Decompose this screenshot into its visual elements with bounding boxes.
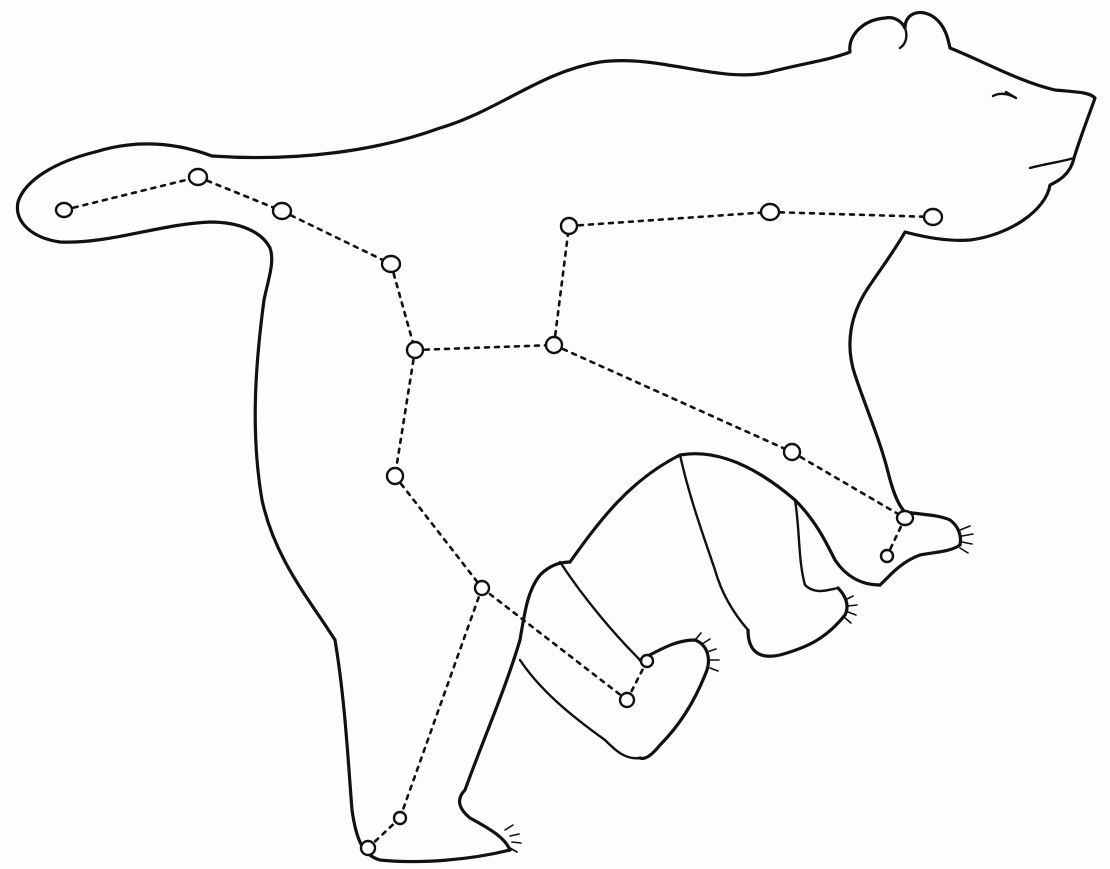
star-front-paw-upper (897, 511, 913, 525)
far-rear-leg-bottom-edge (520, 660, 640, 758)
constellation-line (554, 226, 569, 345)
constellation-stars (56, 169, 942, 855)
constellation-line (554, 345, 792, 452)
star-near-rear-ankle (394, 812, 406, 824)
constellation-line (395, 476, 482, 588)
constellation-lines (64, 177, 933, 848)
star-rear-knee (475, 581, 489, 595)
far-front-paw-outline (748, 588, 847, 656)
constellation-line (198, 177, 282, 211)
front-right-paw (880, 512, 973, 585)
constellation-line (792, 452, 905, 518)
star-bowl-rear-lower (407, 342, 423, 358)
bear-rear-leg-front-outline (460, 562, 570, 850)
far-rear-leg-top-edge (560, 562, 640, 660)
bear-eye (993, 92, 1016, 98)
star-tail-base (273, 203, 291, 219)
star-tail-mid (189, 169, 207, 185)
bear-outline (17, 13, 1095, 862)
bear-belly-outline (570, 454, 880, 585)
far-front-leg-back-edge (680, 455, 748, 630)
star-near-rear-paw (361, 841, 375, 855)
constellation-line (770, 212, 933, 217)
bear-mouth (1030, 158, 1074, 168)
star-far-rear-ankle (620, 693, 634, 707)
constellation-line (415, 345, 554, 350)
star-hip (382, 256, 400, 272)
star-shoulder (561, 218, 577, 234)
far-front-leg (680, 455, 857, 656)
star-head (924, 209, 942, 225)
constellation-line (569, 212, 770, 226)
star-far-rear-paw (641, 655, 653, 667)
star-bowl-front-lower (546, 337, 562, 353)
constellation-line (391, 264, 415, 350)
far-front-leg-front-edge (795, 500, 838, 591)
far-rear-leg (520, 562, 719, 758)
bear-back-and-head-outline (212, 13, 1095, 512)
star-tail-tip (56, 203, 72, 217)
constellation-line (395, 350, 415, 476)
star-front-paw-lower (881, 550, 893, 562)
star-neck (761, 204, 779, 220)
star-rear-thigh (387, 468, 403, 484)
constellation-line (400, 588, 482, 818)
star-front-leg (784, 444, 800, 460)
bear-ear-inner (900, 28, 906, 48)
front-right-paw-outline (880, 512, 961, 585)
constellation-line (282, 211, 391, 264)
constellation-line (64, 177, 198, 210)
bear-tail-and-body-outline (17, 144, 510, 862)
